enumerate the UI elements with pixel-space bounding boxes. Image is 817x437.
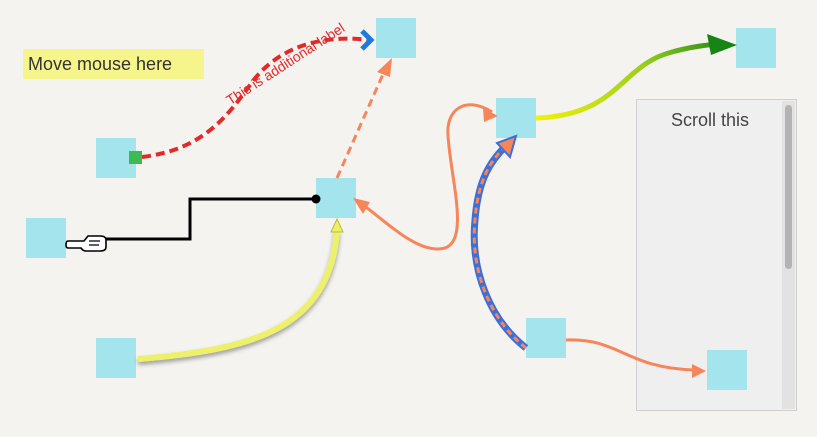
additional-edge-label: This is additional label (223, 20, 347, 108)
yellow-curved-connector[interactable] (137, 229, 340, 362)
scrollbar-track[interactable] (782, 101, 795, 409)
connector-end-dot (311, 194, 321, 204)
node-in-scroll-panel[interactable] (707, 350, 747, 390)
arrowhead-left-icon (353, 198, 370, 214)
node-top-right[interactable] (736, 28, 776, 68)
arrowhead-right-icon (707, 34, 737, 55)
arrowhead-up-icon (377, 58, 392, 77)
arrowhead-right-icon (483, 108, 498, 122)
node-middle-right[interactable] (496, 98, 536, 138)
orange-dashed-connector[interactable] (335, 71, 386, 179)
scrollbar-thumb[interactable] (785, 105, 792, 269)
hover-target-label[interactable]: Move mouse here (23, 49, 204, 79)
gradient-connector[interactable] (535, 41, 725, 121)
blue-curved-connector[interactable] (472, 140, 527, 350)
connector-start-square (129, 151, 142, 164)
arrowhead-up-icon (330, 217, 344, 233)
red-dashed-connector[interactable] (141, 36, 370, 159)
orange-bottom-connector[interactable] (565, 338, 696, 372)
node-top-center[interactable] (376, 18, 416, 58)
scroll-panel-title: Scroll this (670, 110, 750, 130)
black-elbow-connector[interactable] (104, 197, 316, 241)
node-center[interactable] (316, 178, 356, 218)
node-bottom-middle[interactable] (526, 318, 566, 358)
chevron-right-icon (360, 29, 375, 51)
pointing-hand-icon (65, 235, 107, 252)
arrowhead-up-icon (495, 134, 518, 159)
node-bottom-left[interactable] (96, 338, 136, 378)
node-hand-start[interactable] (26, 218, 66, 258)
arrowhead-right-icon (692, 364, 706, 378)
blue-curved-connector-outline (470, 139, 529, 351)
orange-s-connector[interactable] (361, 103, 493, 251)
scroll-panel[interactable]: Scroll this (636, 99, 797, 411)
